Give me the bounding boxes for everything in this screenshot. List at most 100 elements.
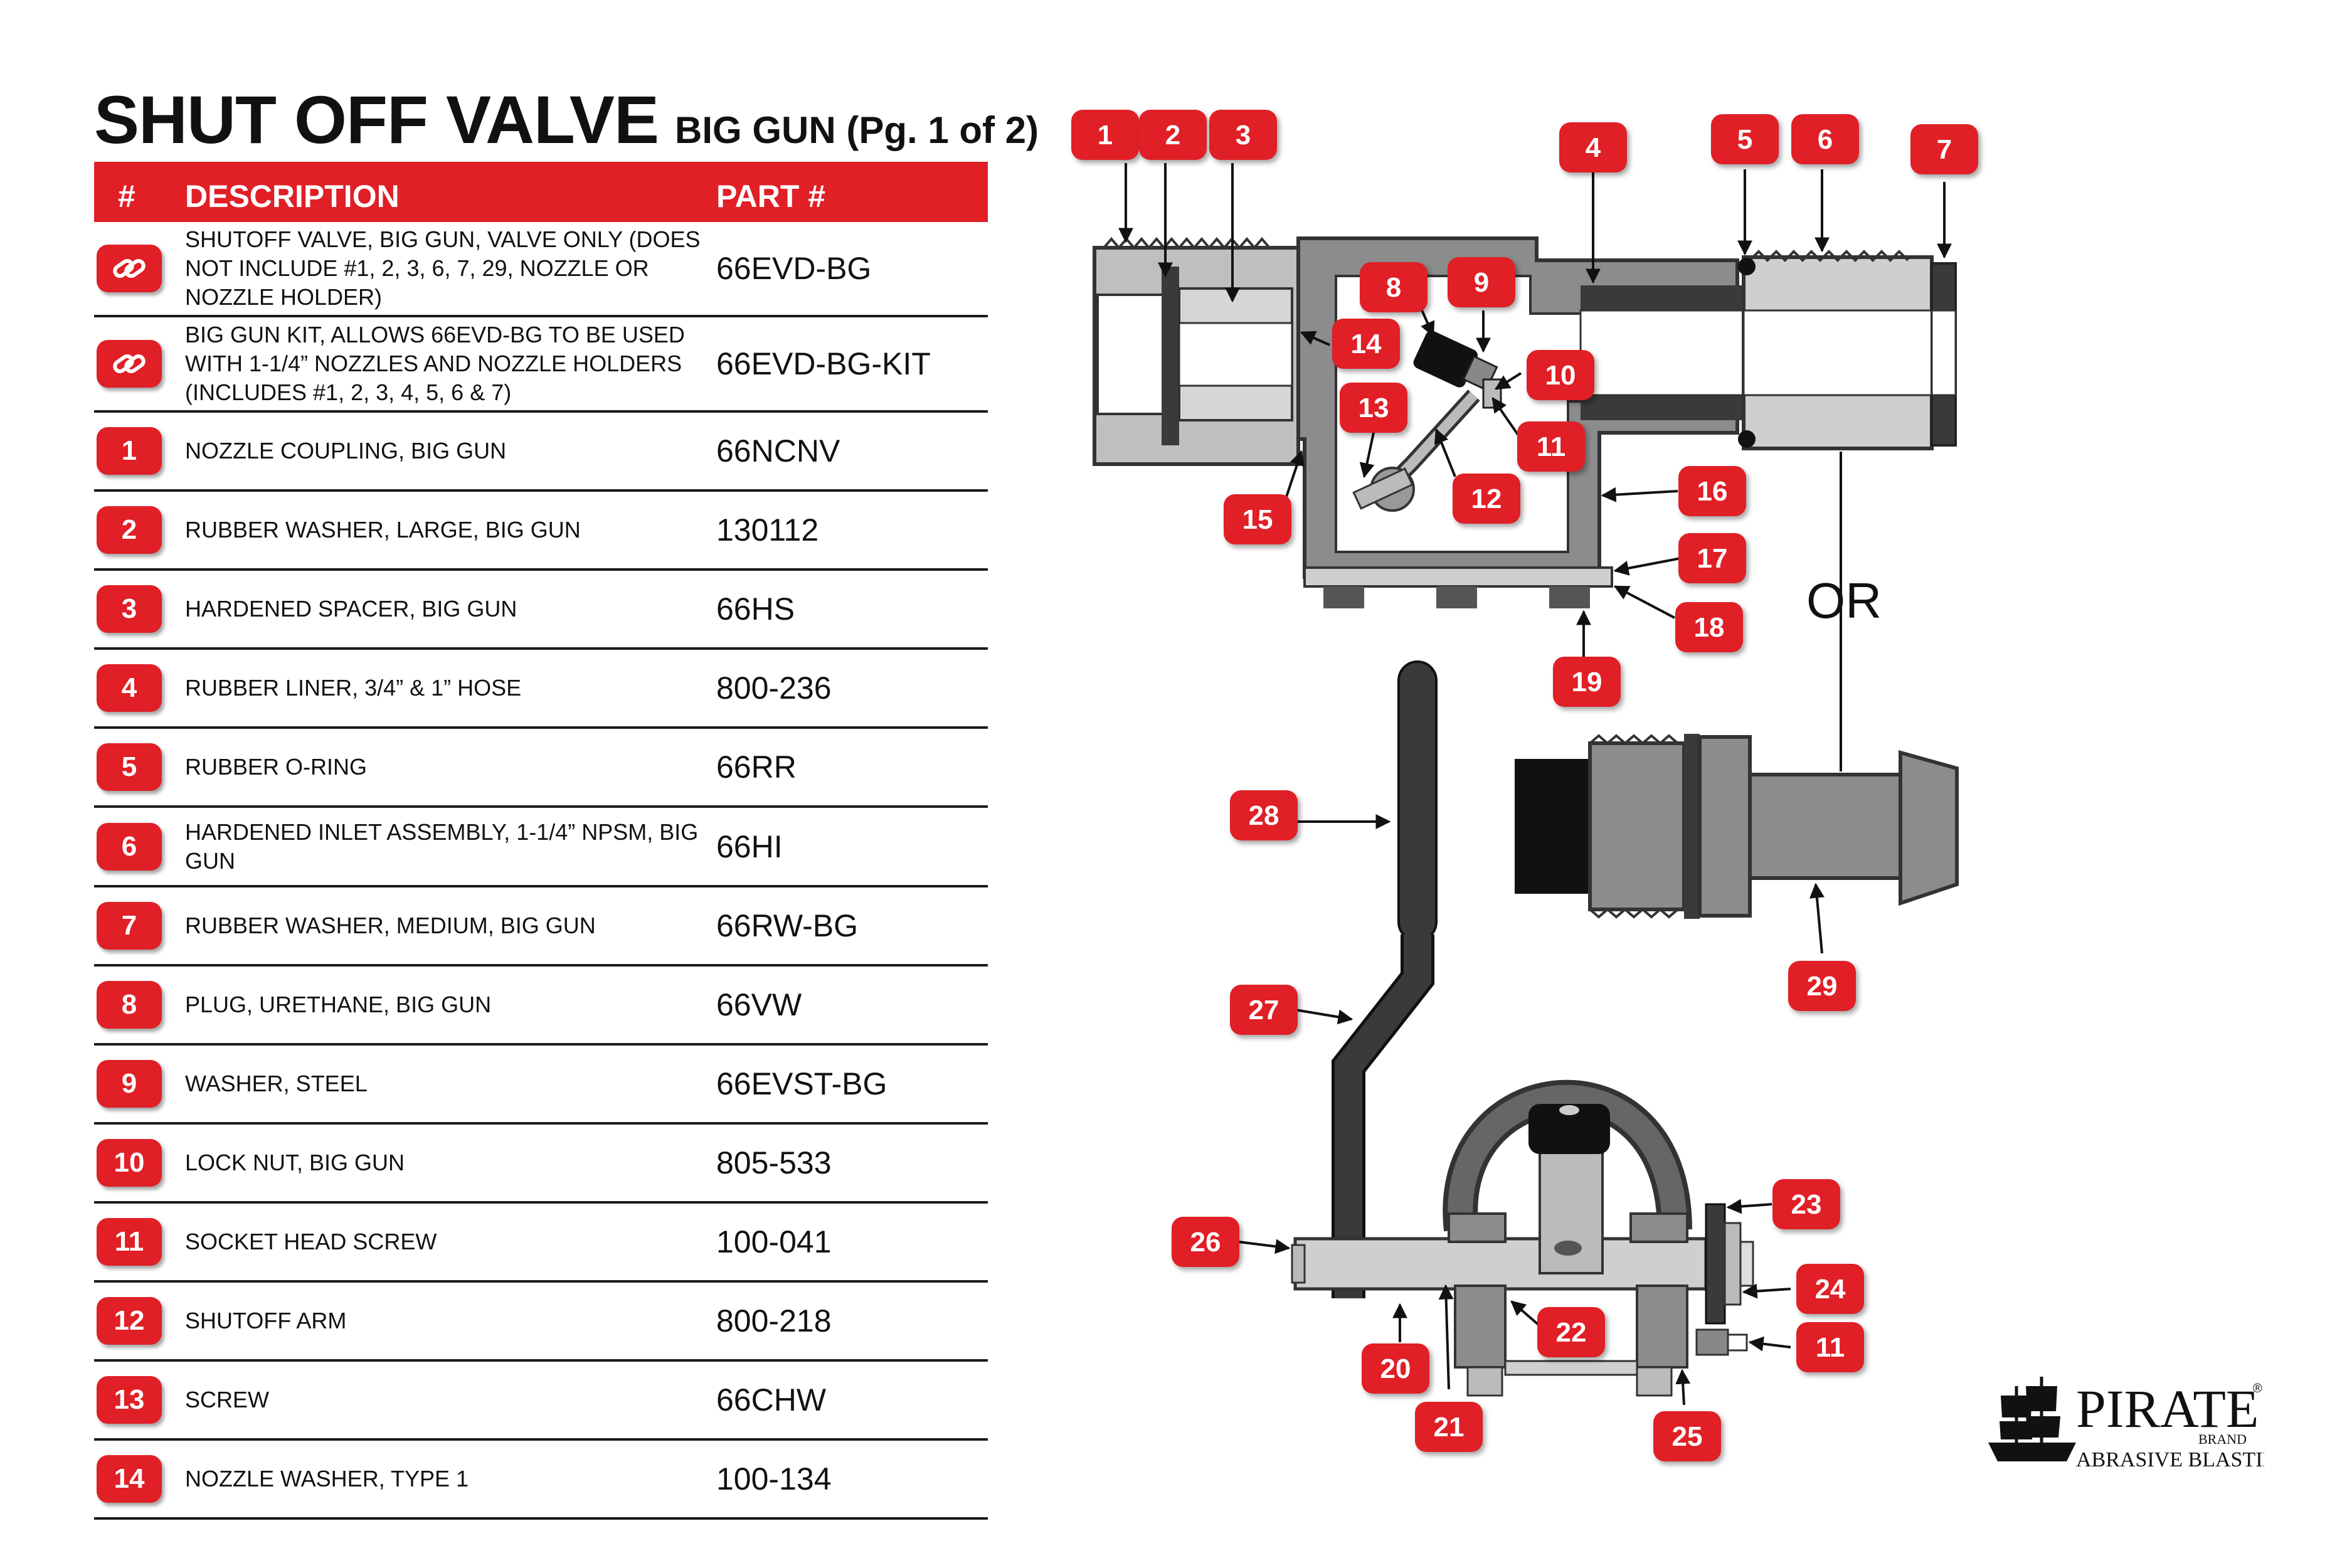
base-plate — [1303, 566, 1613, 588]
or-label: OR — [1806, 573, 1882, 628]
lower-assembly — [1291, 660, 1754, 1397]
callout-number: 11 — [1816, 1332, 1845, 1363]
callout-number: 4 — [1586, 132, 1601, 163]
callout-badge: 18 — [1675, 602, 1743, 652]
row-description: HARDENED INLET ASSEMBLY, 1-1/4” NPSM, BI… — [185, 818, 699, 874]
row-description: WASHER, STEEL — [185, 1071, 368, 1096]
callout-number: 22 — [1556, 1317, 1587, 1348]
callout-badge: 10 — [1527, 350, 1594, 400]
callout-number: 29 — [1807, 971, 1838, 1002]
urethane-plug — [1413, 331, 1478, 388]
callout-number: 6 — [1818, 124, 1833, 155]
callout-number: 3 — [1236, 120, 1251, 151]
callout-badge: 17 — [1678, 533, 1746, 583]
logo-brand: PIRATE — [2076, 1379, 2259, 1439]
table-row: BIG GUN KIT, ALLOWS 66EVD-BG TO BE USED … — [94, 317, 988, 413]
table-row: SHUTOFF VALVE, BIG GUN, VALVE ONLY (DOES… — [94, 222, 988, 317]
row-part-number: 66HS — [716, 591, 795, 627]
callout-badge: 6 — [1791, 114, 1859, 164]
row-number-badge: 4 — [97, 664, 162, 712]
callout-badge: 8 — [1360, 262, 1428, 312]
callout-number: 27 — [1249, 995, 1279, 1025]
table-body: SHUTOFF VALVE, BIG GUN, VALVE ONLY (DOES… — [94, 222, 988, 1520]
callout-badge: 28 — [1230, 790, 1298, 840]
callout-badge: 12 — [1453, 474, 1520, 524]
table-row: 7 RUBBER WASHER, MEDIUM, BIG GUN 66RW-BG — [94, 887, 988, 967]
row-part-number: 66EVST-BG — [716, 1066, 887, 1101]
logo-registered: ® — [2253, 1382, 2262, 1396]
callout-number: 20 — [1380, 1353, 1411, 1384]
table-row: 6 HARDENED INLET ASSEMBLY, 1-1/4” NPSM, B… — [94, 808, 988, 887]
header-num: # — [118, 179, 135, 214]
row-part-number: 130112 — [716, 512, 819, 548]
row-number-badge: 8 — [97, 981, 162, 1029]
row-description: RUBBER LINER, 3/4” & 1” HOSE — [185, 675, 522, 701]
callout-number: 16 — [1697, 476, 1728, 507]
pirate-brand-logo: PIRATE ® BRAND ABRASIVE BLASTING — [1988, 1377, 2264, 1471]
row-description: PLUG, URETHANE, BIG GUN — [185, 992, 492, 1017]
callout-badge: 15 — [1224, 494, 1291, 544]
callout-number: 8 — [1386, 272, 1401, 303]
callout-badge: 29 — [1788, 961, 1856, 1011]
row-part-number: 805-533 — [716, 1145, 832, 1180]
row-description: SOCKET HEAD SCREW — [185, 1229, 437, 1254]
row-description: NOZZLE COUPLING, BIG GUN — [185, 438, 507, 464]
callout-number: 2 — [1165, 120, 1180, 151]
row-number-badge: 5 — [97, 743, 162, 791]
row-part-number: 100-134 — [716, 1461, 832, 1496]
row-number-badge: 2 — [97, 506, 162, 554]
link-icon — [97, 340, 162, 388]
callout-badge: 4 — [1559, 122, 1627, 172]
callout-number: 25 — [1672, 1421, 1703, 1452]
callout-badge: 23 — [1772, 1179, 1840, 1229]
table-row: 13 SCREW 66CHW — [94, 1362, 988, 1441]
row-number-badge: 7 — [97, 902, 162, 950]
handle-grip — [1397, 660, 1438, 942]
row-part-number: 66EVD-BG-KIT — [716, 346, 931, 381]
callout-number: 19 — [1572, 667, 1602, 697]
row-part-number: 100-041 — [716, 1224, 832, 1259]
callout-badge: 19 — [1553, 657, 1621, 707]
callout-badge: 14 — [1332, 319, 1400, 369]
callout-badge: 21 — [1415, 1402, 1483, 1452]
callout-number: 18 — [1694, 612, 1725, 643]
row-part-number: 66NCNV — [716, 433, 840, 469]
leader-lines — [1118, 163, 1952, 1406]
callout-badge: 3 — [1209, 110, 1277, 160]
callout-number: 12 — [1471, 484, 1502, 514]
row-number-badge: 14 — [97, 1455, 162, 1503]
callout-badge: 11 — [1517, 421, 1585, 472]
callout-badge: 2 — [1139, 110, 1207, 160]
callout-number: 28 — [1249, 800, 1279, 831]
row-number-badge: 10 — [97, 1139, 162, 1187]
row-description: SCREW — [185, 1387, 269, 1412]
row-part-number: 66RW-BG — [716, 908, 859, 943]
callout-badge: 25 — [1653, 1411, 1721, 1461]
row-number-badge: 12 — [97, 1297, 162, 1345]
callout-badge: 11 — [1796, 1322, 1864, 1372]
row-description: RUBBER WASHER, MEDIUM, BIG GUN — [185, 913, 596, 938]
row-part-number: 66RR — [716, 750, 797, 785]
alternate-inlet — [1515, 734, 1959, 919]
callout-badge: 13 — [1340, 383, 1407, 433]
row-number-badge: 6 — [97, 822, 162, 871]
row-part-number: 66CHW — [716, 1382, 827, 1417]
row-part-number: 66HI — [716, 829, 783, 864]
callout-badge: 27 — [1230, 985, 1298, 1035]
rubber-liner — [1581, 285, 1744, 310]
row-number-badge: 13 — [97, 1376, 162, 1424]
callout-number: 9 — [1474, 267, 1489, 298]
header-description: DESCRIPTION — [185, 179, 400, 214]
